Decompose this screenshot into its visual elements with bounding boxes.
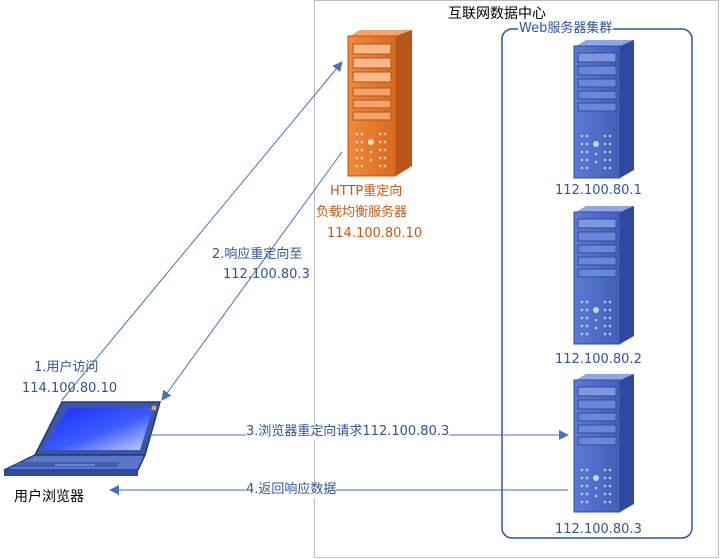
datacenter-box	[314, 0, 719, 558]
lb-label-line1: HTTP重定向	[330, 184, 403, 199]
client-label: 用户浏览器	[14, 489, 84, 505]
web-server-3-icon	[573, 374, 634, 513]
step1-label-line1: 1.用户访问	[34, 360, 99, 375]
web-server-1-icon	[573, 40, 634, 179]
step2-label-line2: 112.100.80.3	[223, 267, 310, 282]
datacenter-title: 互联网数据中心	[448, 6, 546, 22]
load-balancer-server-icon	[347, 30, 412, 177]
server-3-ip: 112.100.80.3	[555, 522, 642, 537]
arrow-step1-user-access	[61, 61, 343, 401]
step4-label: 4.返回响应数据	[246, 482, 337, 498]
server-1-ip: 112.100.80.1	[555, 183, 642, 198]
step2-label-line1: 2.响应重定向至	[212, 247, 303, 262]
step1-label-line2: 114.100.80.10	[22, 381, 118, 396]
lb-label-line2: 负载均衡服务器	[316, 205, 408, 220]
server-2-ip: 112.100.80.2	[555, 352, 642, 367]
laptop-icon	[3, 401, 161, 476]
arrow-step2-redirect-response	[161, 151, 343, 401]
cluster-title: Web服务器集群	[518, 21, 614, 37]
web-server-2-icon	[573, 206, 634, 345]
lb-ip: 114.100.80.10	[327, 226, 423, 241]
step3-label: 3.浏览器重定向请求112.100.80.3	[246, 424, 450, 440]
